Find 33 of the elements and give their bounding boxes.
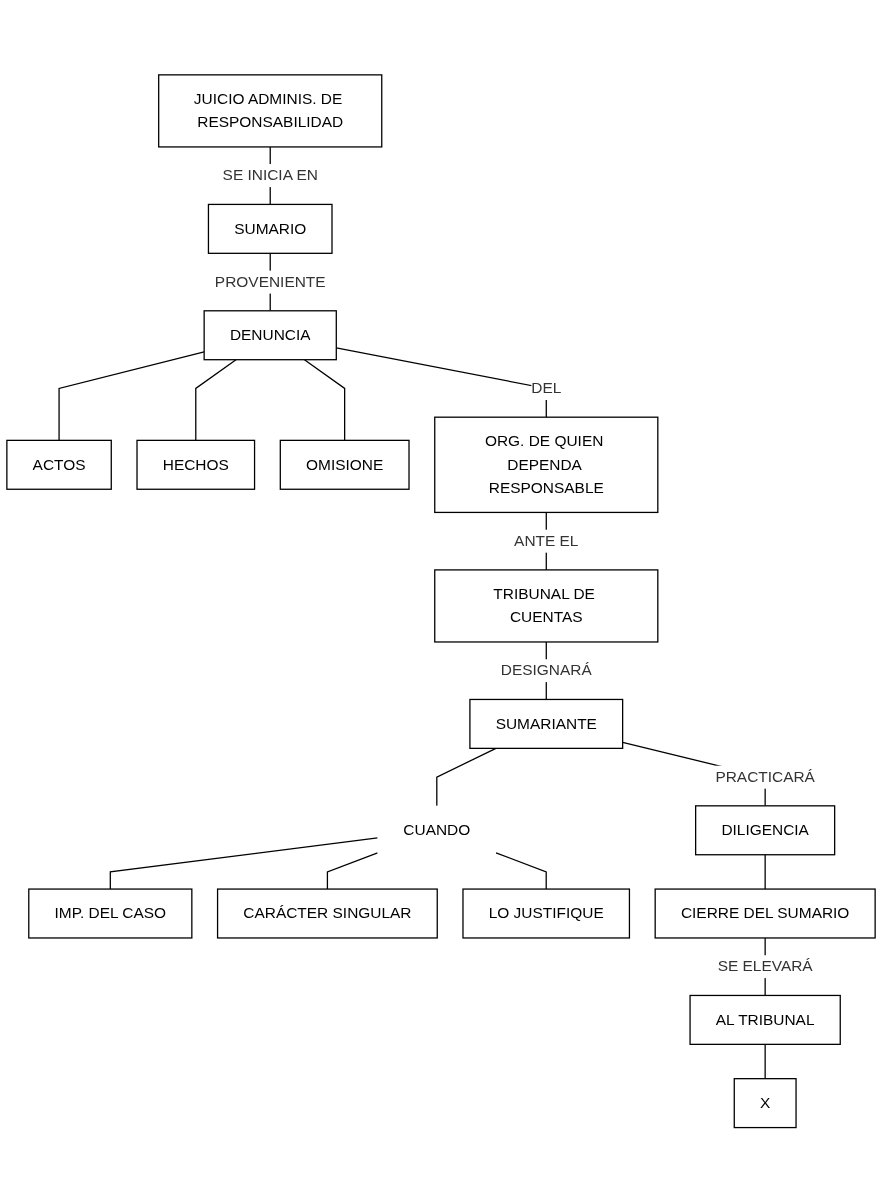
node-box: DENUNCIA [203,309,337,361]
node-text: CUANDO [403,821,471,839]
connector [764,853,766,890]
edge-label: DEL [531,379,562,397]
node-box: SUMARIO [207,203,333,254]
node-box: CIERRE DEL SUMARIO [654,888,876,939]
connector [195,358,237,441]
connector [764,1043,766,1080]
edge-label: ANTE EL [514,531,579,550]
node-box: X [733,1077,797,1128]
edge-label: SE ELEVARÁ [717,957,813,975]
connector [495,851,547,890]
node-box: CARÁCTER SINGULAR [216,888,438,939]
connector [436,747,497,807]
node-box: HECHOS [136,439,256,490]
connector [326,851,379,890]
node-box: ACTOS [6,439,112,490]
connector [109,836,379,890]
node-box: SUMARIANTE [469,698,624,749]
edge-label: DESIGNARÁ [500,661,592,679]
node-box: LO JUSTIFIQUE [462,888,631,939]
node-box: TRIBUNAL DE CUENTAS [434,569,659,643]
connector [58,351,205,441]
node-box: JUICIO ADMINIS. DE RESPONSABILIDAD [158,74,383,148]
connector [303,358,346,441]
edge-label: SE INICIA EN [222,166,318,184]
edge-label: PRACTICARÁ [715,767,815,786]
node-box: DILIGENCIA [695,804,836,856]
node-box: AL TRIBUNAL [689,994,841,1045]
node-box: IMP. DEL CASO [28,888,193,939]
edge-label: PROVENIENTE [214,272,326,290]
node-box: OMISIONE [279,439,410,490]
node-box: ORG. DE QUIEN DEPENDA RESPONSABLE [434,416,659,513]
